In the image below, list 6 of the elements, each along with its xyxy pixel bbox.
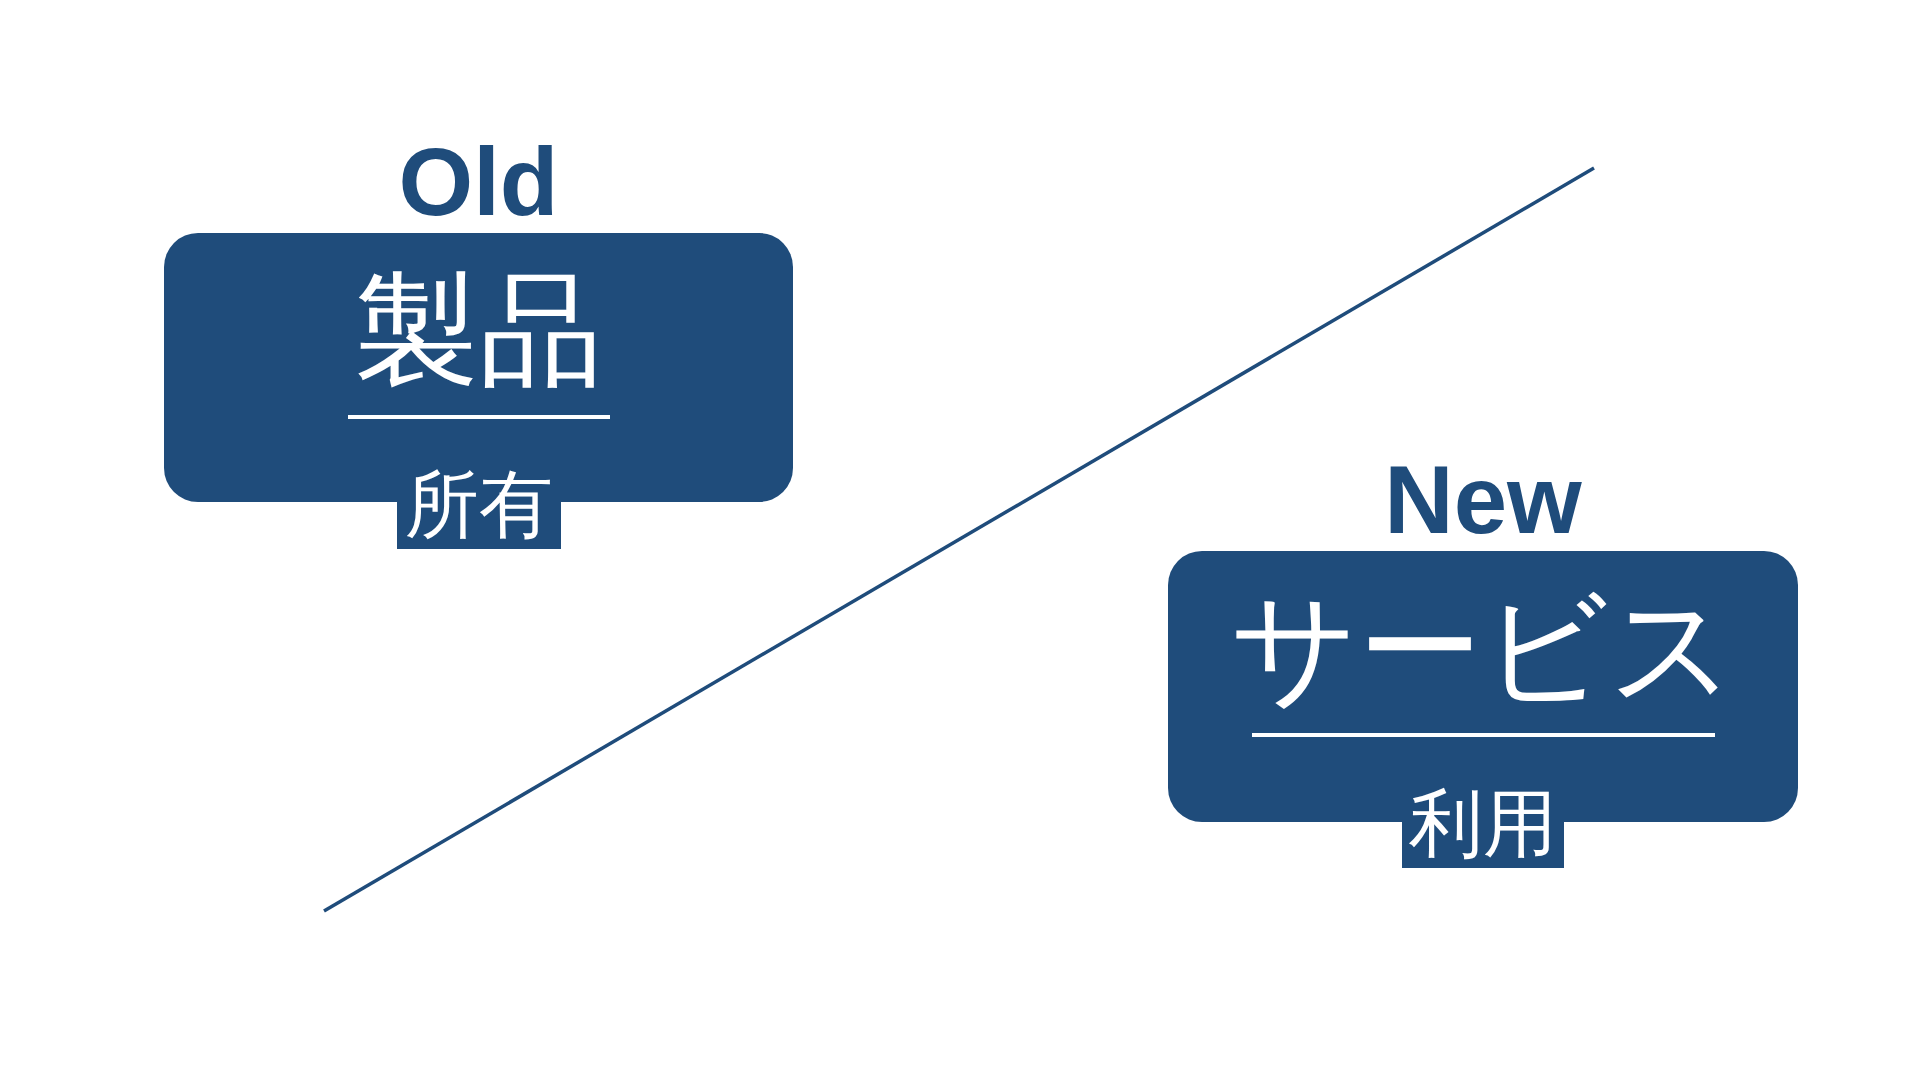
main-label: 製品 <box>354 268 603 392</box>
main-label: サービス <box>1230 586 1736 710</box>
tab-label: 利用 <box>1409 786 1557 860</box>
heading: Old <box>398 134 559 230</box>
tab-label: 所有 <box>405 467 553 541</box>
heading: New <box>1384 452 1582 548</box>
